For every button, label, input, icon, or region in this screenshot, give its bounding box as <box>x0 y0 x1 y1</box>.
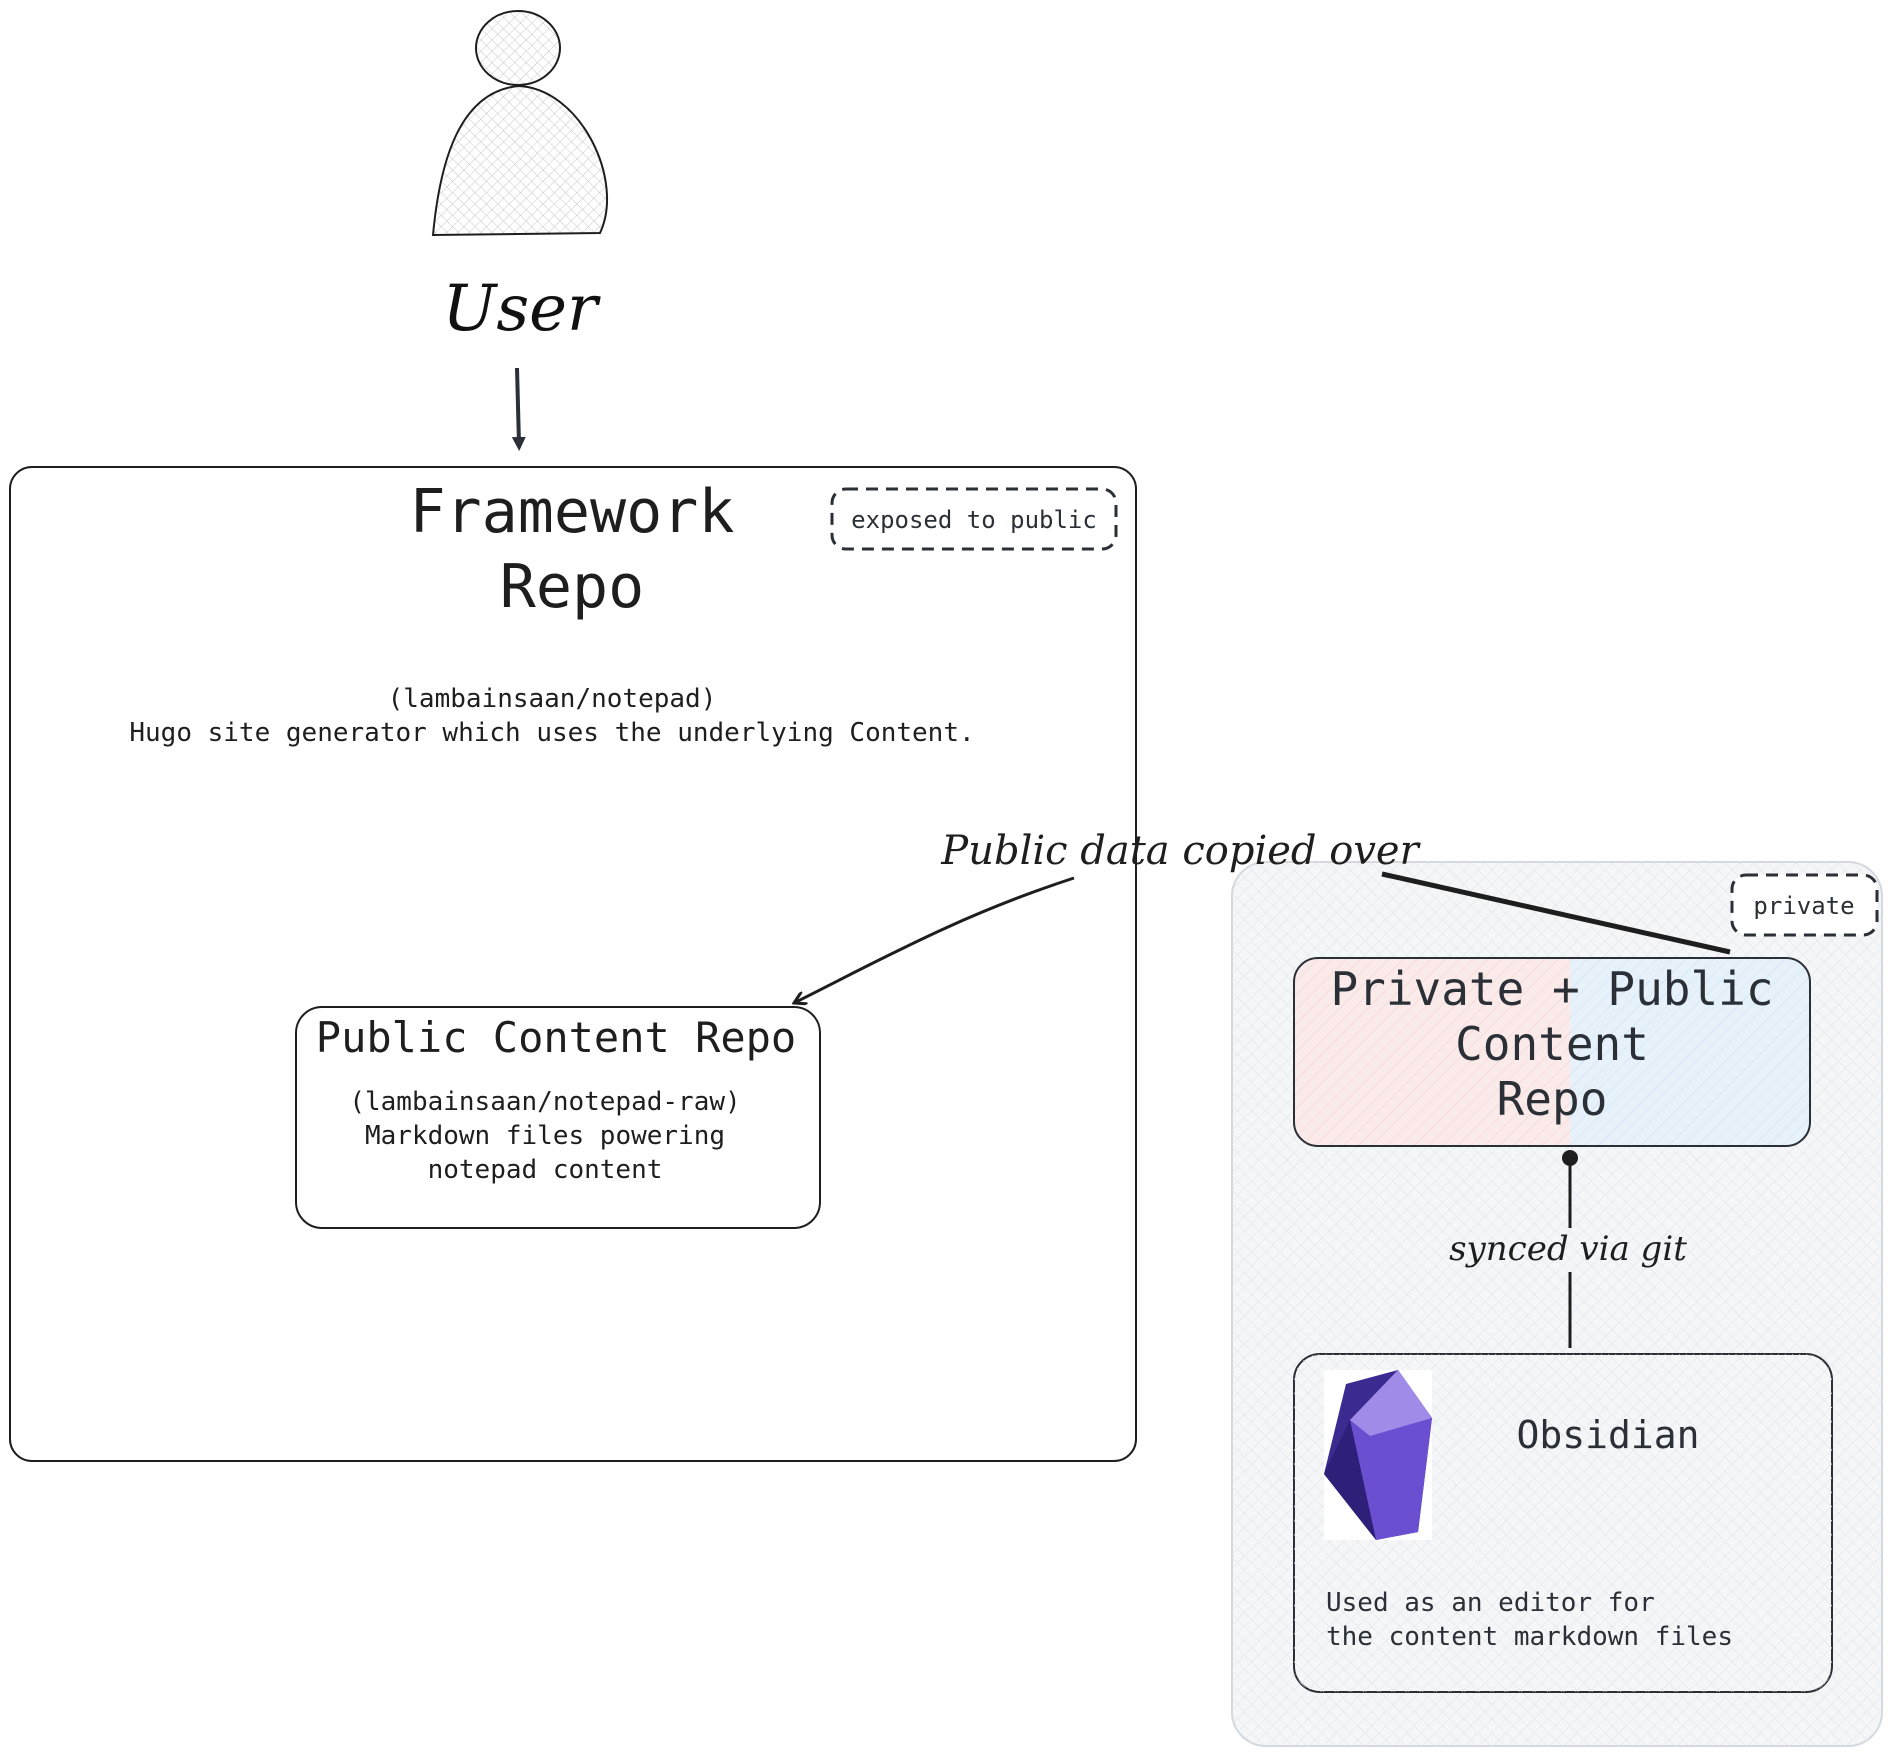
exposed-badge-box <box>830 487 1118 551</box>
exposed-badge-label: exposed to public <box>851 506 1097 534</box>
private-public-repo-mid-fix2 <box>1570 958 1600 1146</box>
user-label: User <box>442 272 601 346</box>
user-to-framework-arrow <box>511 367 526 451</box>
obsidian-title: Obsidian <box>1516 1413 1699 1457</box>
sync-edge-label: synced via git <box>1449 1229 1687 1269</box>
framework-repo-title-line1: Framework <box>409 477 734 547</box>
private-public-repo-right-fill <box>1562 958 1810 1146</box>
user-figure <box>431 10 609 237</box>
private-public-repo-title-line1: Private + Public <box>1330 962 1773 1016</box>
obsidian-crystal-icon <box>1324 1370 1432 1540</box>
user-body <box>431 84 609 237</box>
copy-edge-label: Public data copied over <box>940 828 1421 874</box>
private-badge-box <box>1730 873 1879 937</box>
private-public-repo-mid-fix <box>1540 958 1570 1146</box>
obsidian-desc-line2: the content markdown files <box>1326 1622 1733 1652</box>
user-head <box>475 10 561 86</box>
private-public-repo-title-line2: Content <box>1455 1017 1649 1071</box>
private-public-repo <box>1293 957 1811 1147</box>
public-content-repo-line3: notepad content <box>428 1155 663 1185</box>
private-badge-label: private <box>1753 892 1854 920</box>
framework-repo-subtitle-line1: (lambainsaan/notepad) <box>388 684 717 714</box>
framework-repo-box <box>9 466 1137 1462</box>
framework-repo-title-line2: Repo <box>500 552 645 622</box>
copy-edge-line <box>1381 871 1731 955</box>
public-content-repo-title: Public Content Repo <box>316 1013 796 1062</box>
framework-repo-subtitle-line2: Hugo site generator which uses the under… <box>129 718 974 748</box>
copy-edge-arrow <box>794 876 1075 1003</box>
public-content-repo-box <box>295 1006 821 1229</box>
private-public-repo-left-fill <box>1294 958 1572 1146</box>
obsidian-desc-line1: Used as an editor for <box>1326 1588 1655 1618</box>
private-public-repo-box <box>1293 957 1811 1147</box>
public-content-repo-line1: (lambainsaan/notepad-raw) <box>349 1087 740 1117</box>
private-public-repo-title-line3: Repo <box>1497 1072 1608 1126</box>
public-content-repo-line2: Markdown files powering <box>365 1121 725 1151</box>
